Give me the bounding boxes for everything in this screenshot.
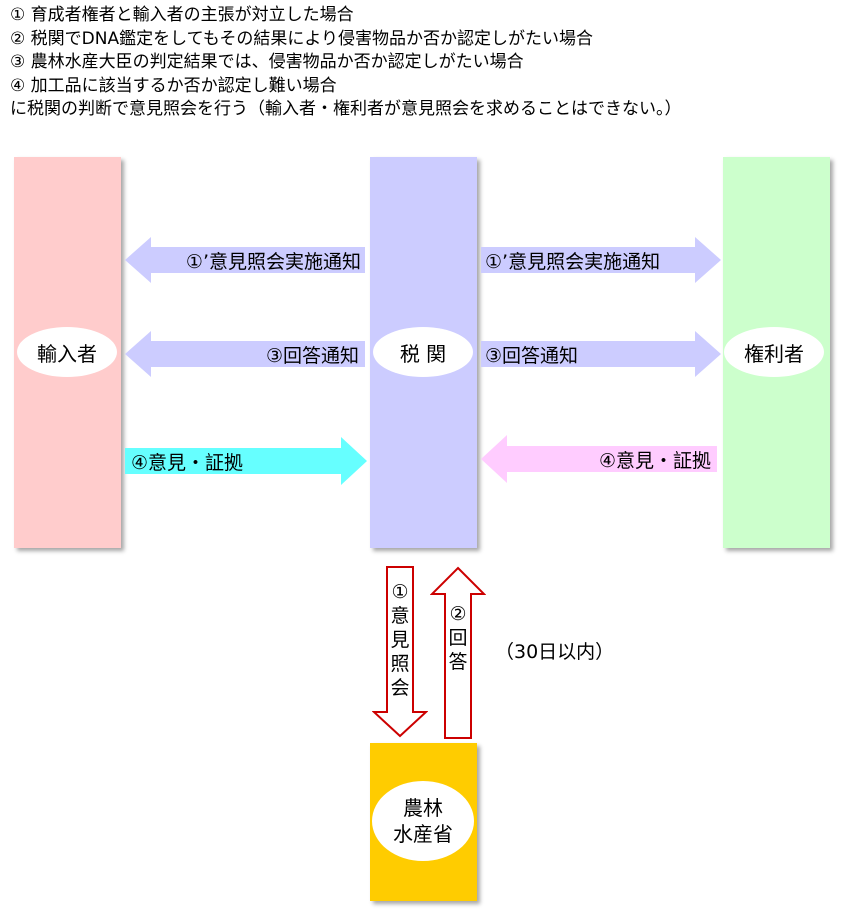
importer-node: 輸入者 — [17, 327, 117, 377]
inquiry-label: ① 意 見 照 会 — [372, 580, 428, 700]
arrow-right-shape — [481, 237, 721, 283]
customs-label: 税 関 — [399, 341, 447, 366]
intro-line-2: ② 税関でDNA鑑定をしてもその結果により侵害物品か否か認定しがたい場合 — [10, 28, 594, 49]
opinion-importer-arrow: ④意見・証拠 — [125, 437, 367, 485]
arrow-left-shape — [481, 435, 717, 483]
reply-char-1: ② — [449, 603, 467, 625]
arrow-down-shape — [372, 566, 428, 738]
intro-line-3: ③ 農林水産大臣の判定結果では、侵害物品か否か認定しがたい場合 — [10, 52, 524, 72]
inquiry-char-3: 見 — [390, 629, 410, 651]
intro-line-1: ① 育成者権者と輸入者の主張が対立した場合 — [10, 5, 354, 25]
reply-label: ② 回 答 — [430, 602, 486, 674]
opinion-importer-label: ④意見・証拠 — [131, 451, 244, 474]
answer-holder-label: ③回答通知 — [485, 344, 579, 367]
maff-label-line-1: 農林 — [403, 796, 443, 820]
inquiry-char-4: 照 — [390, 653, 410, 675]
answer-holder-arrow: ③回答通知 — [481, 331, 721, 377]
reply-char-2: 回 — [448, 627, 468, 649]
inquiry-char-1: ① — [391, 581, 409, 603]
notify-holder-arrow: ①’意見照会実施通知 — [481, 237, 721, 283]
reply-arrow: ② 回 答 — [430, 566, 486, 740]
holder-label: 権利者 — [744, 341, 804, 366]
answer-importer-arrow: ③回答通知 — [125, 331, 365, 377]
opinion-holder-label: ④意見・証拠 — [598, 449, 711, 472]
inquiry-arrow: ① 意 見 照 会 — [372, 566, 428, 738]
inquiry-char-2: 意 — [390, 605, 410, 627]
arrow-left-shape — [125, 331, 365, 377]
arrow-right-shape — [481, 331, 721, 377]
intro-line-5: に税関の判断で意見照会を行う（輸入者・権利者が意見照会を求めることはできない。） — [10, 99, 682, 119]
arrow-right-shape — [125, 437, 367, 485]
deadline-note: （30日以内） — [495, 641, 615, 663]
intro-text: ① 育成者権者と輸入者の主張が対立した場合 ② 税関でDNA鑑定をしてもその結果… — [10, 4, 682, 122]
customs-node: 税 関 — [373, 327, 473, 377]
inquiry-char-5: 会 — [390, 677, 410, 699]
maff-node: 農林 水産省 — [372, 781, 474, 861]
maff-label-line-2: 水産省 — [393, 822, 453, 846]
opinion-holder-arrow: ④意見・証拠 — [481, 435, 717, 483]
notify-holder-label: ①’意見照会実施通知 — [485, 250, 661, 273]
holder-node: 権利者 — [724, 327, 824, 377]
notify-importer-label: ①’意見照会実施通知 — [185, 250, 361, 273]
arrow-up-shape — [430, 566, 486, 739]
answer-importer-label: ③回答通知 — [265, 344, 359, 367]
notify-importer-arrow: ①’意見照会実施通知 — [125, 237, 365, 283]
intro-line-4: ④ 加工品に該当するか否か認定し難い場合 — [10, 75, 337, 96]
importer-label: 輸入者 — [37, 341, 97, 366]
arrow-left-shape — [125, 237, 365, 283]
reply-char-3: 答 — [448, 651, 468, 673]
